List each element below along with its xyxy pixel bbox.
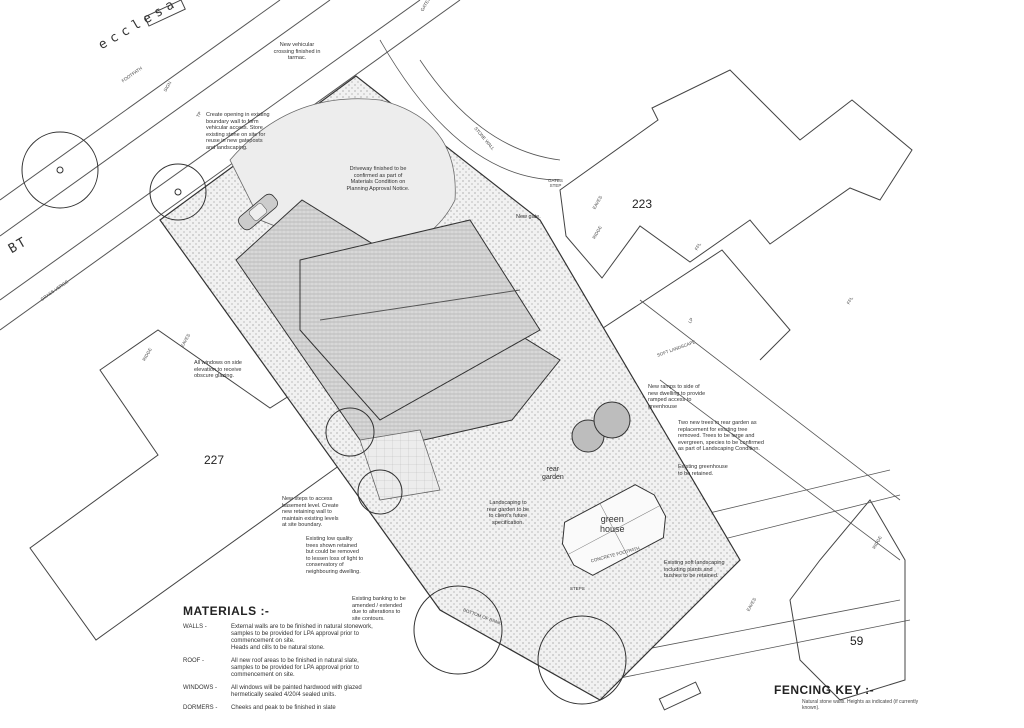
materials-title: MATERIALS :- [183, 604, 270, 618]
main-dwelling-roof [235, 199, 561, 451]
label-green-house: green house [600, 514, 625, 534]
note-create-opening: Create opening in existing boundary wall… [206, 112, 270, 151]
note-new-vehicular: New vehicular crossing finished in tarma… [273, 42, 321, 61]
label-steps: STEPS [570, 586, 585, 591]
plot-223-building [559, 69, 913, 361]
note-existing-banking: Existing banking to be amended / extende… [352, 596, 406, 622]
fencing-key-title: FENCING KEY :- [774, 683, 875, 697]
materials-value: All windows will be painted hardwood wit… [231, 685, 362, 698]
greenhouse-shape [561, 484, 667, 576]
note-low-quality-trees: Existing low quality trees shown retaine… [306, 536, 364, 575]
label-rear-garden: rear garden [542, 466, 564, 481]
materials-value: All new roof areas to be finished in nat… [231, 658, 359, 678]
plot-number-223: 223 [632, 197, 653, 211]
fencing-key-section: FENCING KEY :- Natural stone walls. Heig… [774, 683, 924, 711]
materials-row: WALLS - External walls are to be finishe… [183, 624, 373, 652]
note-driveway: Driveway finished to be confirmed as par… [346, 166, 410, 192]
materials-key: WALLS - [183, 624, 207, 630]
materials-value: Cheeks and peak to be finished in slate [231, 705, 336, 711]
trees [21, 131, 631, 705]
car-icon [238, 193, 278, 231]
note-two-trees: Two new trees in rear garden as replacem… [678, 420, 764, 452]
note-new-gate: New gate. [516, 214, 541, 220]
plot-number-59: 59 [850, 634, 864, 648]
label-gates-step: GATES STEP [548, 178, 563, 188]
note-existing-soft: Existing soft landscaping including plan… [664, 560, 725, 579]
note-new-steps: New steps to access basement level. Crea… [282, 496, 339, 528]
note-existing-greenhouse: Existing greenhouse to be retained. [678, 464, 728, 477]
fencing-key-text: Natural stone walls. Heights as indicate… [802, 699, 919, 711]
materials-row: DORMERS - Cheeks and peak to be finished… [183, 705, 373, 712]
materials-row: WINDOWS - All windows will be painted ha… [183, 685, 373, 699]
road-lines [0, 0, 461, 331]
materials-section: MATERIALS :- WALLS - External walls are … [183, 604, 373, 712]
materials-row: ROOF - All new roof areas to be finished… [183, 658, 373, 679]
note-landscaping: Landscaping to rear garden to be to clie… [486, 500, 530, 526]
plot-59-building [789, 499, 906, 701]
rear-patio [359, 429, 441, 501]
materials-value: External walls are to be finished in nat… [231, 624, 373, 651]
materials-key: WINDOWS - [183, 685, 217, 691]
materials-key: ROOF - [183, 658, 204, 664]
plot-number-227: 227 [204, 453, 225, 467]
note-windows-side: All windows on side elevation to receive… [194, 360, 242, 379]
note-new-ramps: New ramps to side of new dwelling to pro… [648, 384, 706, 410]
materials-key: DORMERS - [183, 705, 218, 711]
